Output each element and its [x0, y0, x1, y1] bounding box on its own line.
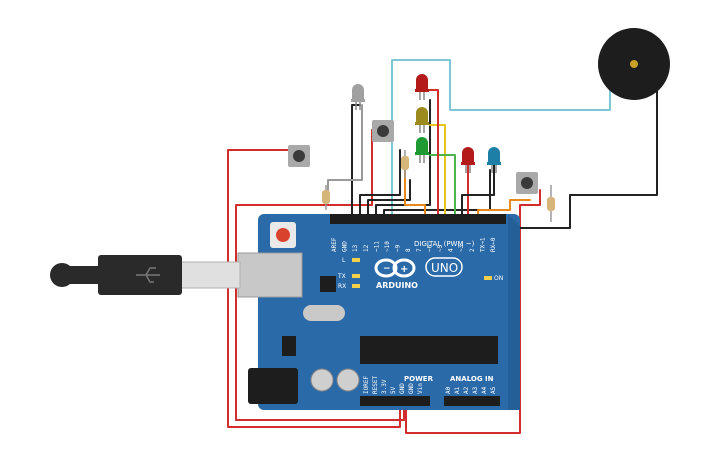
wire-red-led-1[interactable]: [427, 89, 439, 216]
pin-label: TX→1: [479, 237, 486, 252]
pushbutton-center[interactable]: [372, 120, 394, 142]
led-l-label: L: [342, 257, 346, 264]
usb-port[interactable]: [237, 252, 303, 298]
resistor-3[interactable]: [547, 185, 555, 222]
wire-orange-right-button[interactable]: [477, 199, 531, 216]
pin-label: A2: [463, 386, 470, 394]
pin-label: ~3: [458, 244, 465, 252]
brand-label: ARDUINO: [376, 281, 418, 290]
pin-label: GND: [408, 383, 415, 394]
led-yellow[interactable]: [415, 107, 429, 133]
wire-black-gnd-1[interactable]: [351, 104, 361, 216]
capacitor-2: [336, 368, 360, 392]
pin-label: 2: [469, 248, 476, 252]
pin-label: 8: [405, 248, 412, 252]
pin-label: 3.3V: [381, 379, 388, 394]
wire-black-gnd-3[interactable]: [367, 179, 411, 216]
pin-label: ~11: [373, 241, 380, 252]
analog-header[interactable]: [444, 396, 500, 406]
pin-label: GND: [399, 383, 406, 394]
led-on: [484, 276, 492, 280]
svg-text:+: +: [400, 264, 408, 275]
pin-label: A4: [481, 386, 488, 394]
pushbutton-left[interactable]: [288, 145, 310, 167]
pin-label: 13: [352, 244, 359, 252]
crystal: [303, 305, 345, 321]
analog-label: ANALOG IN: [450, 375, 494, 383]
led-green[interactable]: [415, 137, 429, 163]
pin-label: A5: [490, 386, 497, 394]
wire-black-gnd-2[interactable]: [359, 149, 401, 216]
pin-label: ~10: [384, 241, 391, 252]
atmega-chip: [360, 336, 498, 364]
pin-label: A3: [472, 386, 479, 394]
digital-header[interactable]: [330, 214, 506, 224]
pin-label: AREF: [331, 237, 338, 252]
pin-label: A1: [454, 386, 461, 394]
pin-label: Vin: [417, 383, 424, 394]
model-badge: [425, 257, 463, 277]
led-tx: [352, 274, 360, 278]
wire-blue-led[interactable]: [461, 164, 495, 216]
wire-blue-buzzer[interactable]: [391, 59, 611, 216]
usb-chip: [320, 276, 336, 292]
model-label: UNO: [431, 261, 458, 275]
pin-label: IOREF: [363, 376, 370, 394]
on-label: ON: [494, 275, 503, 282]
led-rx-label: RX: [338, 283, 346, 290]
pin-label: RESET: [372, 376, 379, 394]
resistor-2[interactable]: [401, 150, 409, 178]
arduino-logo-icon: − +: [374, 258, 416, 278]
pin-label: 5V: [390, 386, 397, 394]
digital-label: DIGITAL (PWM ~): [414, 240, 475, 248]
pin-label: ~9: [395, 244, 402, 252]
led-white[interactable]: [351, 84, 365, 110]
wire-orange-led[interactable]: [404, 169, 426, 216]
led-tx-label: TX: [337, 273, 346, 280]
wire-red-5v-inner-loop[interactable]: [235, 129, 405, 421]
piezo-buzzer[interactable]: [598, 28, 670, 100]
led-l: [352, 258, 360, 262]
pin-label: RX←0: [490, 237, 497, 252]
wire-green[interactable]: [429, 154, 456, 216]
pin-label: ~5: [437, 244, 444, 252]
pin-label: GND: [342, 241, 349, 252]
pin-label: 12: [363, 244, 370, 252]
pin-label: A0: [445, 386, 452, 394]
reset-button-cap[interactable]: [276, 228, 290, 242]
resistor-1[interactable]: [322, 185, 330, 210]
pin-label: 4: [448, 248, 455, 252]
power-header[interactable]: [360, 396, 430, 406]
pin-label: 7: [416, 248, 423, 252]
power-label: POWER: [404, 375, 434, 383]
svg-text:−: −: [383, 264, 391, 274]
wire-gray-white-led[interactable]: [327, 104, 363, 196]
wire-black-gnd-4[interactable]: [375, 99, 431, 216]
leds: [351, 74, 501, 173]
power-jack[interactable]: [248, 368, 298, 404]
led-rx: [352, 284, 360, 288]
usb-cable[interactable]: [50, 255, 241, 295]
board-edge-notch: [508, 214, 520, 410]
capacitor-1: [310, 368, 334, 392]
voltage-regulator: [282, 336, 296, 356]
wires: [227, 59, 658, 434]
pushbutton-right[interactable]: [516, 172, 538, 194]
led-red-2[interactable]: [461, 147, 475, 173]
led-blue[interactable]: [487, 147, 501, 173]
pin-label: ~6: [426, 244, 433, 252]
usb-icon: [136, 267, 160, 283]
wire-yellow[interactable]: [429, 124, 446, 216]
arduino-uno-board: L TX RX ON − + ARDUINO UNO DIGITAL (PWM …: [237, 214, 520, 410]
led-red-1[interactable]: [415, 74, 429, 100]
